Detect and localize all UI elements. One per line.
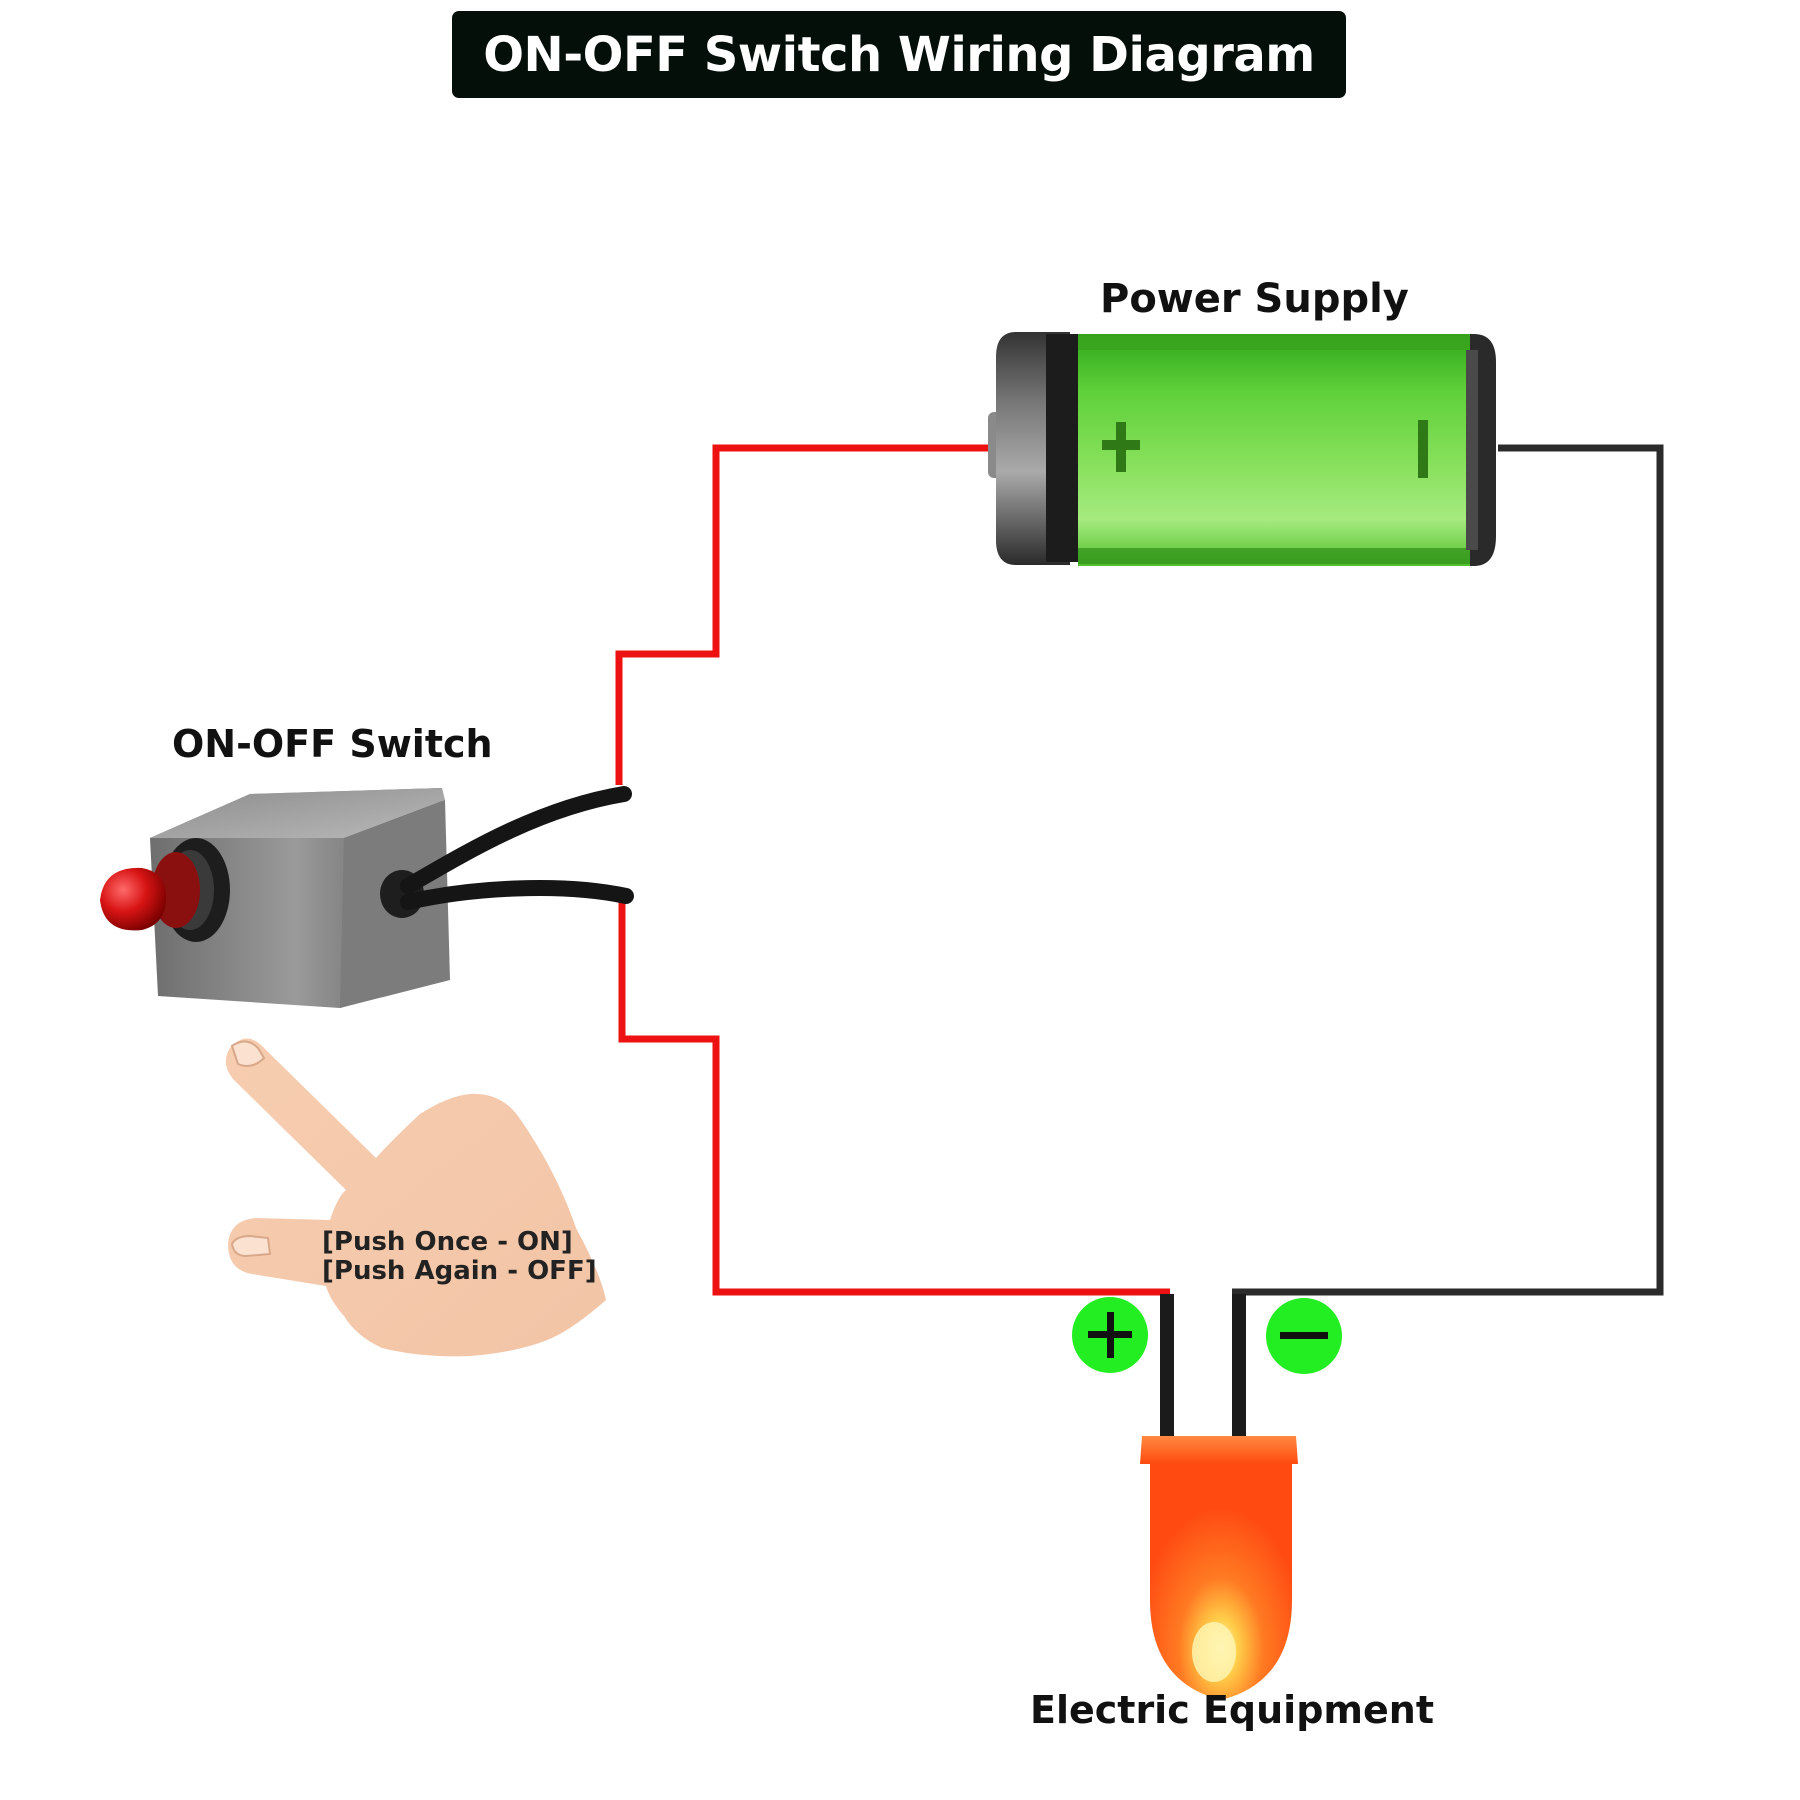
title-banner: ON-OFF Switch Wiring Diagram (452, 11, 1346, 98)
push-button-switch-icon (100, 786, 634, 1008)
pointing-hand-icon (225, 1038, 607, 1357)
led-icon (1140, 1294, 1298, 1700)
equipment-label: Electric Equipment (1030, 1688, 1434, 1732)
minus-icon (1266, 1298, 1342, 1374)
plus-icon (1072, 1297, 1148, 1373)
positive-wire-top (615, 444, 992, 785)
power-supply-label: Power Supply (1100, 276, 1409, 322)
positive-wire-bottom (618, 888, 1170, 1296)
battery-icon (988, 332, 1496, 566)
negative-wire (1232, 444, 1664, 1296)
diagram-title: ON-OFF Switch Wiring Diagram (483, 26, 1315, 83)
switch-instructions: [Push Once - ON] [Push Again - OFF] (322, 1228, 597, 1286)
instruction-push-once: [Push Once - ON] (322, 1227, 573, 1257)
switch-label: ON-OFF Switch (172, 722, 493, 766)
instruction-push-again: [Push Again - OFF] (322, 1256, 597, 1286)
